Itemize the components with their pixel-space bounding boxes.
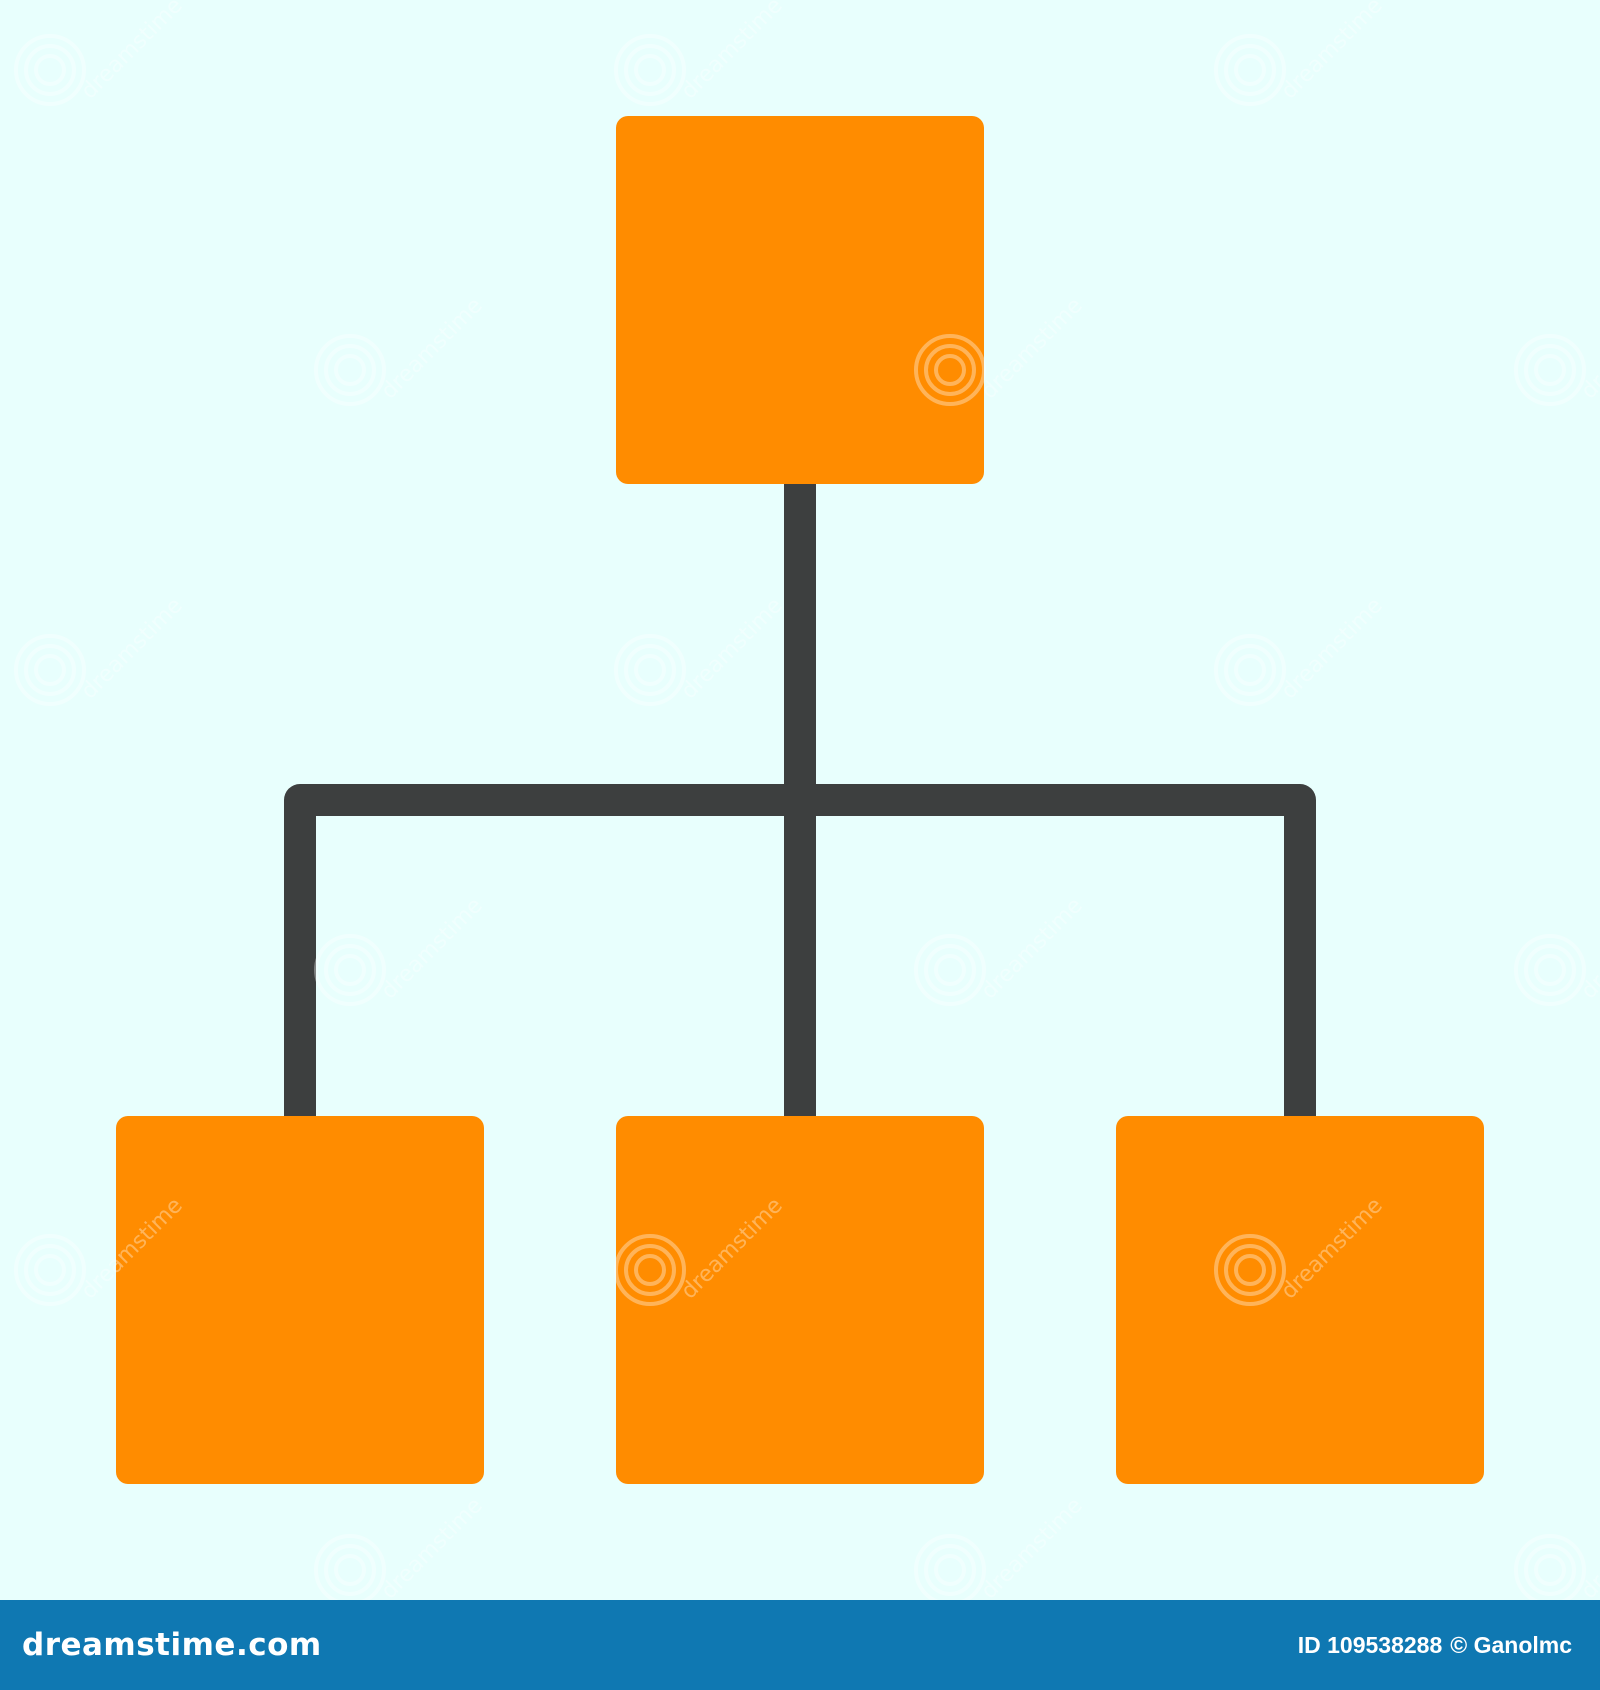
footer-logo[interactable]: dreamstime.com [22,1627,322,1663]
watermark-spiral-icon [614,1234,686,1306]
watermark-spiral-icon [314,1534,386,1600]
watermark-spiral-icon [14,34,86,106]
footer-bar: dreamstime.com ID 109538288 © Ganolmc [0,1600,1600,1690]
diagram-nodes [116,116,1484,1484]
watermark-spiral-icon [614,634,686,706]
watermark-spiral-icon [1514,934,1586,1006]
watermark-spiral-icon [14,1234,86,1306]
watermark-spiral-icon [314,334,386,406]
watermark-spiral-icon [914,1534,986,1600]
child-node-middle [616,1116,984,1484]
watermark-spiral-icon [1214,1234,1286,1306]
watermark-spiral-icon [914,334,986,406]
watermark-spiral-icon [614,34,686,106]
image-id-text: ID 109538288 [1297,1631,1443,1658]
child-node-right [1116,1116,1484,1484]
child-node-left [116,1116,484,1484]
watermark-spiral-icon [14,634,86,706]
watermark-spiral-icon [314,934,386,1006]
watermark-spiral-icon [914,934,986,1006]
watermark-spiral-icon [1514,334,1586,406]
watermark-spiral-icon [1514,1534,1586,1600]
connector-lines [284,480,1316,1118]
watermark-spiral-icon [1214,634,1286,706]
author-credit-text: © Ganolmc [1450,1631,1572,1658]
root-node [616,116,984,484]
watermark-spiral-icon [1214,34,1286,106]
footer-credit: ID 109538288 © Ganolmc [1298,1632,1572,1659]
